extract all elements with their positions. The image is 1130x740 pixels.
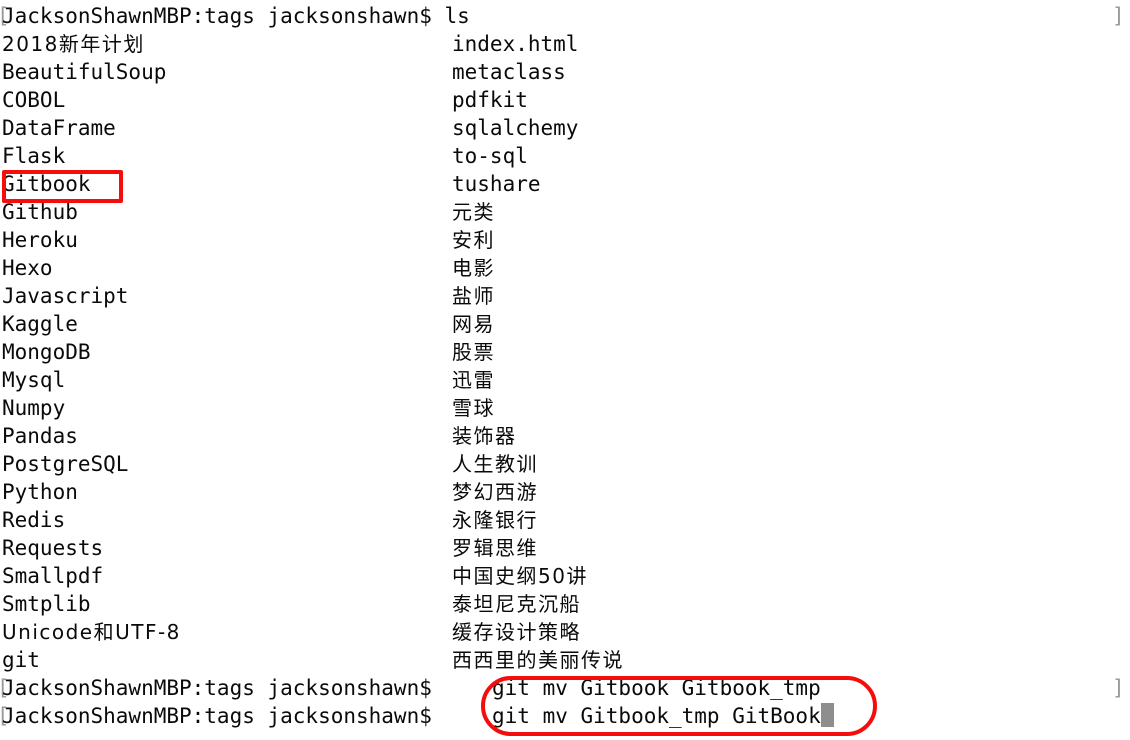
ls-entry[interactable]: Unicode和UTF-8 <box>2 620 181 644</box>
ls-entry[interactable]: 人生教训 <box>452 452 538 476</box>
ls-entry[interactable]: Hexo <box>2 256 53 280</box>
terminal-line: Github 元类 <box>0 198 1130 226</box>
ls-entry[interactable]: index.html <box>452 32 579 56</box>
ls-entry[interactable]: 缓存设计策略 <box>452 620 581 644</box>
line-mark-left-icon: [ <box>0 2 10 30</box>
ls-entry[interactable]: to-sql <box>452 144 528 168</box>
ls-entry[interactable]: Heroku <box>2 228 78 252</box>
terminal-command-line: [JacksonShawnMBP:tags jacksonshawn$ git m… <box>0 702 1130 730</box>
ls-entry[interactable]: Gitbook <box>2 172 91 196</box>
prompt-space <box>432 4 445 28</box>
ls-entry[interactable]: 泰坦尼克沉船 <box>452 592 581 616</box>
terminal-line: 2018新年计划 index.html <box>0 30 1130 58</box>
ls-entry[interactable]: 装饰器 <box>452 424 517 448</box>
ls-entry[interactable]: metaclass <box>452 60 566 84</box>
ls-entry[interactable]: 安利 <box>452 228 495 252</box>
terminal-line: DataFrame sqlalchemy <box>0 114 1130 142</box>
terminal-line: COBOL pdfkit <box>0 86 1130 114</box>
ls-entry[interactable]: Pandas <box>2 424 78 448</box>
ls-entry[interactable]: 永隆银行 <box>452 508 538 532</box>
ls-entry[interactable]: git <box>2 648 40 672</box>
terminal-line: PostgreSQL 人生教训 <box>0 450 1130 478</box>
ls-entry[interactable]: Github <box>2 200 78 224</box>
terminal-line: Hexo 电影 <box>0 254 1130 282</box>
command-input[interactable]: git mv Gitbook Gitbook_tmp <box>492 674 821 702</box>
ls-entry[interactable]: 西西里的美丽传说 <box>452 648 624 672</box>
ls-entry[interactable]: tushare <box>452 172 541 196</box>
terminal-line: Smtplib 泰坦尼克沉船 <box>0 590 1130 618</box>
ls-entry[interactable]: Smallpdf <box>2 564 104 588</box>
command-text: git mv Gitbook Gitbook_tmp <box>492 676 821 700</box>
terminal-line-prompt-ls: [ JacksonShawnMBP:tags jacksonshawn$ ls … <box>0 2 1130 30</box>
ls-entry[interactable]: Javascript <box>2 284 129 308</box>
ls-entry[interactable]: 2018新年计划 <box>2 32 145 56</box>
terminal-line: Flask to-sql <box>0 142 1130 170</box>
ls-entry[interactable]: 股票 <box>452 340 495 364</box>
ls-entry[interactable]: 迅雷 <box>452 368 495 392</box>
command-input[interactable]: git mv Gitbook_tmp GitBook <box>492 702 834 730</box>
prompt-ls: JacksonShawnMBP:tags jacksonshawn$ ls <box>2 2 470 30</box>
terminal-line: Redis 永隆银行 <box>0 506 1130 534</box>
line-mark-right-icon: ] <box>1112 676 1125 700</box>
terminal-line: Pandas 装饰器 <box>0 422 1130 450</box>
terminal-line: Javascript 盐师 <box>0 282 1130 310</box>
terminal-line: Unicode和UTF-8 缓存设计策略 <box>0 618 1130 646</box>
line-mark-right-icon: ] <box>1112 4 1125 28</box>
text-cursor <box>820 703 834 727</box>
ls-entry[interactable]: 元类 <box>452 200 495 224</box>
ls-entry[interactable]: Numpy <box>2 396 66 420</box>
ls-command-text: ls <box>444 4 470 28</box>
ls-entry[interactable]: Kaggle <box>2 312 78 336</box>
terminal-line: Kaggle 网易 <box>0 310 1130 338</box>
terminal-line: Requests 罗辑思维 <box>0 534 1130 562</box>
ls-entry[interactable]: sqlalchemy <box>452 116 579 140</box>
ls-entry[interactable]: 电影 <box>452 256 495 280</box>
ls-entry[interactable]: 网易 <box>452 312 495 336</box>
terminal-line: git 西西里的美丽传说 <box>0 646 1130 674</box>
ls-entry[interactable]: 雪球 <box>452 396 495 420</box>
terminal-line: Python 梦幻西游 <box>0 478 1130 506</box>
prompt-text: JacksonShawnMBP:tags jacksonshawn$ <box>2 4 432 28</box>
ls-entry[interactable]: 盐师 <box>452 284 495 308</box>
terminal-command-line: [JacksonShawnMBP:tags jacksonshawn$ git m… <box>0 674 1130 702</box>
ls-entry[interactable]: Requests <box>2 536 104 560</box>
ls-entry[interactable]: Python <box>2 480 78 504</box>
ls-entry[interactable]: pdfkit <box>452 88 528 112</box>
ls-entry[interactable]: Redis <box>2 508 66 532</box>
command-text: git mv Gitbook_tmp GitBook <box>492 704 821 728</box>
ls-entry[interactable]: 罗辑思维 <box>452 536 538 560</box>
line-mark-left-icon: [ <box>0 674 10 702</box>
ls-entry[interactable]: 中国史纲50讲 <box>452 564 588 588</box>
ls-entry[interactable]: 梦幻西游 <box>452 480 538 504</box>
terminal-line: Heroku 安利 <box>0 226 1130 254</box>
ls-entry[interactable]: MongoDB <box>2 340 91 364</box>
terminal-line: Smallpdf 中国史纲50讲 <box>0 562 1130 590</box>
ls-entry[interactable]: Smtplib <box>2 592 91 616</box>
ls-entry[interactable]: Mysql <box>2 368 66 392</box>
terminal-line: Gitbook tushare <box>0 170 1130 198</box>
terminal-line: BeautifulSoup metaclass <box>0 58 1130 86</box>
line-mark-left-icon: [ <box>0 702 10 730</box>
ls-entry[interactable]: Flask <box>2 144 66 168</box>
prompt-text: JacksonShawnMBP:tags jacksonshawn$ <box>2 676 432 700</box>
ls-entry[interactable]: COBOL <box>2 88 66 112</box>
ls-entry[interactable]: PostgreSQL <box>2 452 129 476</box>
ls-entry[interactable]: BeautifulSoup <box>2 60 167 84</box>
terminal-line: Mysql 迅雷 <box>0 366 1130 394</box>
terminal-line: Numpy 雪球 <box>0 394 1130 422</box>
prompt-text: JacksonShawnMBP:tags jacksonshawn$ <box>2 704 432 728</box>
terminal-line: MongoDB 股票 <box>0 338 1130 366</box>
ls-entry[interactable]: DataFrame <box>2 116 116 140</box>
